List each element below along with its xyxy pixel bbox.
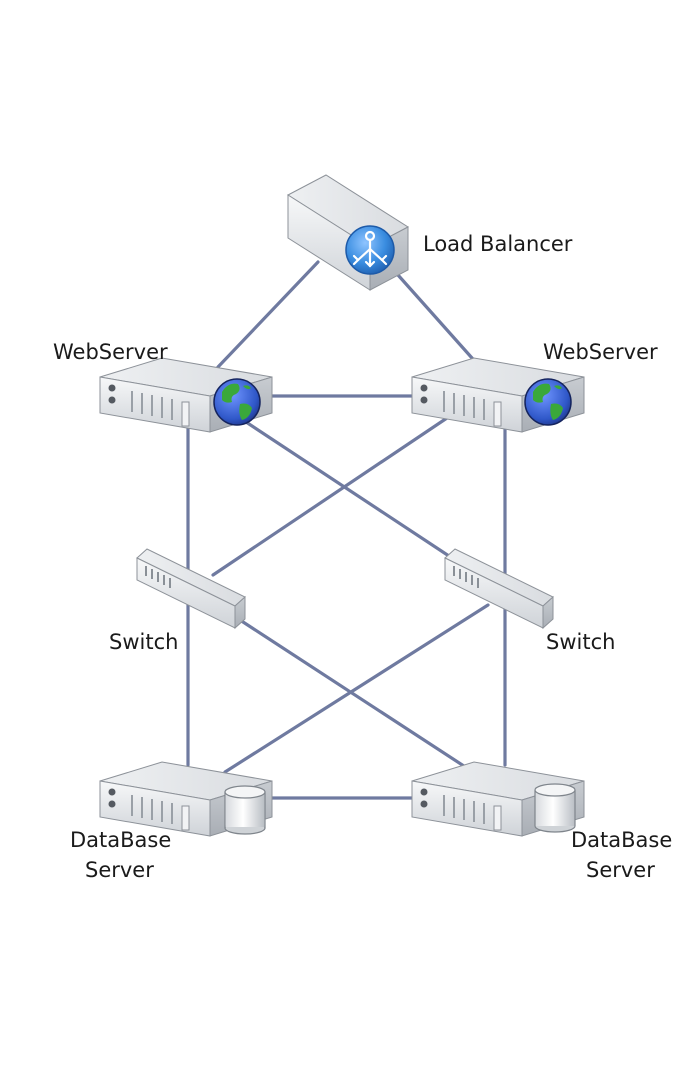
switch-right-node[interactable]: Switch bbox=[444, 548, 615, 654]
load-balancer-label: Load Balancer bbox=[423, 232, 573, 256]
db-server-right-label-line2: Server bbox=[586, 858, 655, 882]
network-switch-icon bbox=[444, 548, 554, 630]
connection-lb-webserver-left bbox=[216, 260, 320, 369]
load-balancer-icon bbox=[287, 174, 409, 291]
connection-webserver-right-switch-left bbox=[211, 416, 449, 577]
db-server-left-label-line2: Server bbox=[85, 858, 154, 882]
switch-right-label: Switch bbox=[546, 630, 615, 654]
webserver-left-node[interactable]: WebServer bbox=[53, 340, 273, 433]
load-balancer-node[interactable]: Load Balancer bbox=[287, 174, 573, 291]
database-server-icon bbox=[99, 761, 273, 837]
database-server-icon bbox=[411, 761, 585, 837]
web-server-icon bbox=[99, 357, 273, 433]
connection-switch-right-db-left bbox=[223, 603, 490, 774]
webserver-right-node[interactable]: WebServer bbox=[411, 340, 658, 433]
connection-lb-webserver-right bbox=[396, 273, 482, 369]
network-switch-icon bbox=[136, 548, 246, 630]
switch-left-label: Switch bbox=[109, 630, 178, 654]
connection-switch-left-db-right bbox=[238, 618, 472, 772]
connections bbox=[186, 260, 507, 800]
switch-left-node[interactable]: Switch bbox=[109, 548, 246, 654]
db-server-left-label-line1: DataBase bbox=[70, 828, 171, 852]
db-server-right-label-line1: DataBase bbox=[571, 828, 672, 852]
db-server-right-node[interactable]: DataBase Server bbox=[411, 761, 672, 882]
webserver-left-label: WebServer bbox=[53, 340, 168, 364]
webserver-right-label: WebServer bbox=[543, 340, 658, 364]
db-server-left-node[interactable]: DataBase Server bbox=[70, 761, 273, 882]
connection-webserver-left-switch-right bbox=[244, 420, 454, 560]
web-server-icon bbox=[411, 357, 585, 433]
